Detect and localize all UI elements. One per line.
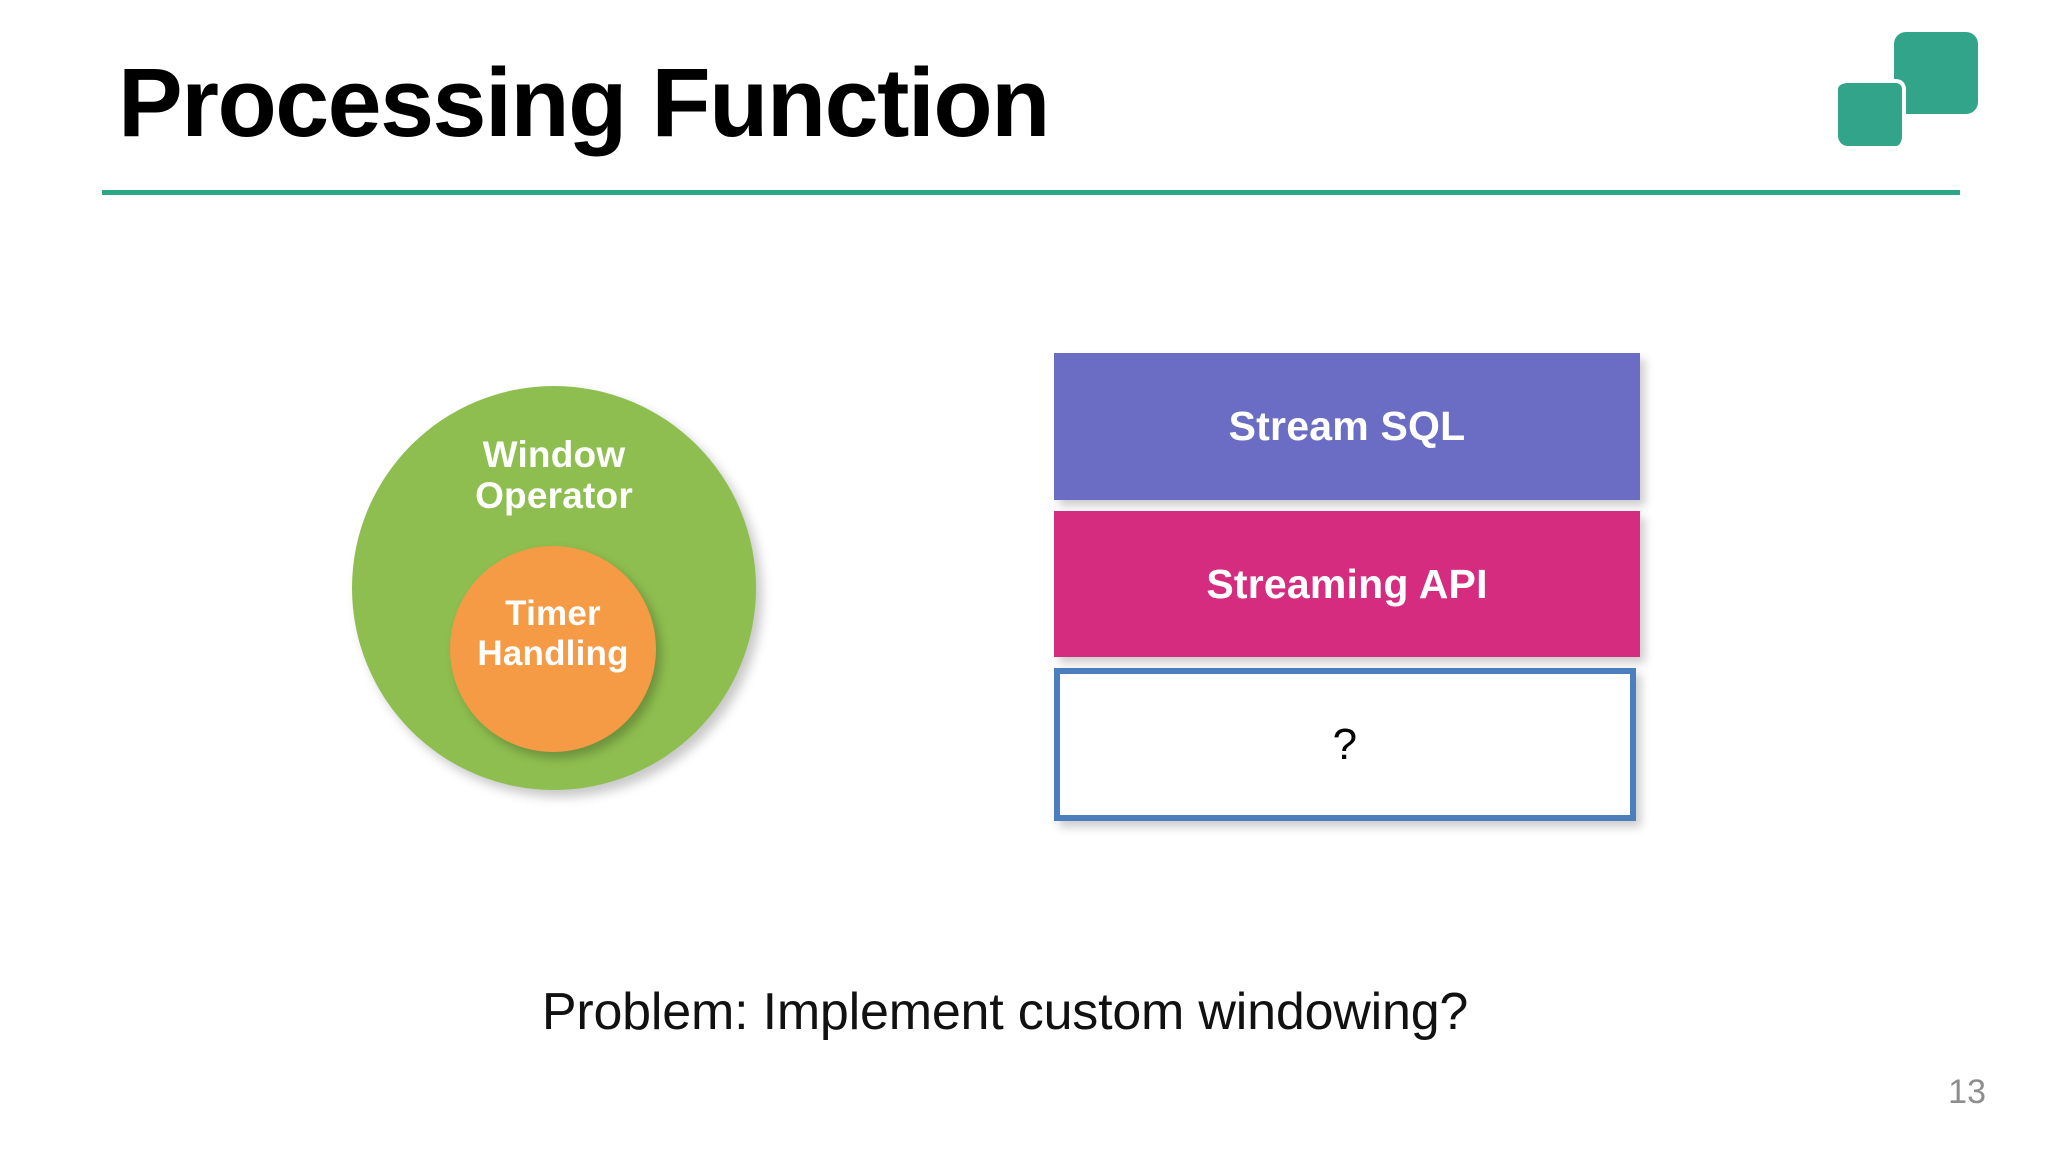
timer-handling-label: Timer Handling <box>477 594 629 673</box>
layer-stream-sql: Stream SQL <box>1054 353 1640 500</box>
brand-logo <box>1838 32 1978 146</box>
slide-caption: Problem: Implement custom windowing? <box>541 983 1469 1041</box>
page-number: 13 <box>1948 1073 1986 1111</box>
timer-handling-circle: Timer Handling <box>450 546 656 752</box>
window-operator-circle: Window Operator Timer Handling <box>352 386 756 790</box>
title-divider-rule <box>102 190 1960 195</box>
api-layer-stack: Stream SQL Streaming API ? <box>1054 353 1654 823</box>
layer-unknown-question: ? <box>1054 668 1636 821</box>
page-title: Processing Function <box>118 48 1050 157</box>
logo-square-small-icon <box>1838 79 1906 146</box>
window-operator-label: Window Operator <box>475 434 633 517</box>
logo-square-large-icon <box>1894 32 1978 114</box>
layer-streaming-api: Streaming API <box>1054 511 1640 657</box>
nested-circles-diagram: Window Operator Timer Handling <box>352 386 762 796</box>
